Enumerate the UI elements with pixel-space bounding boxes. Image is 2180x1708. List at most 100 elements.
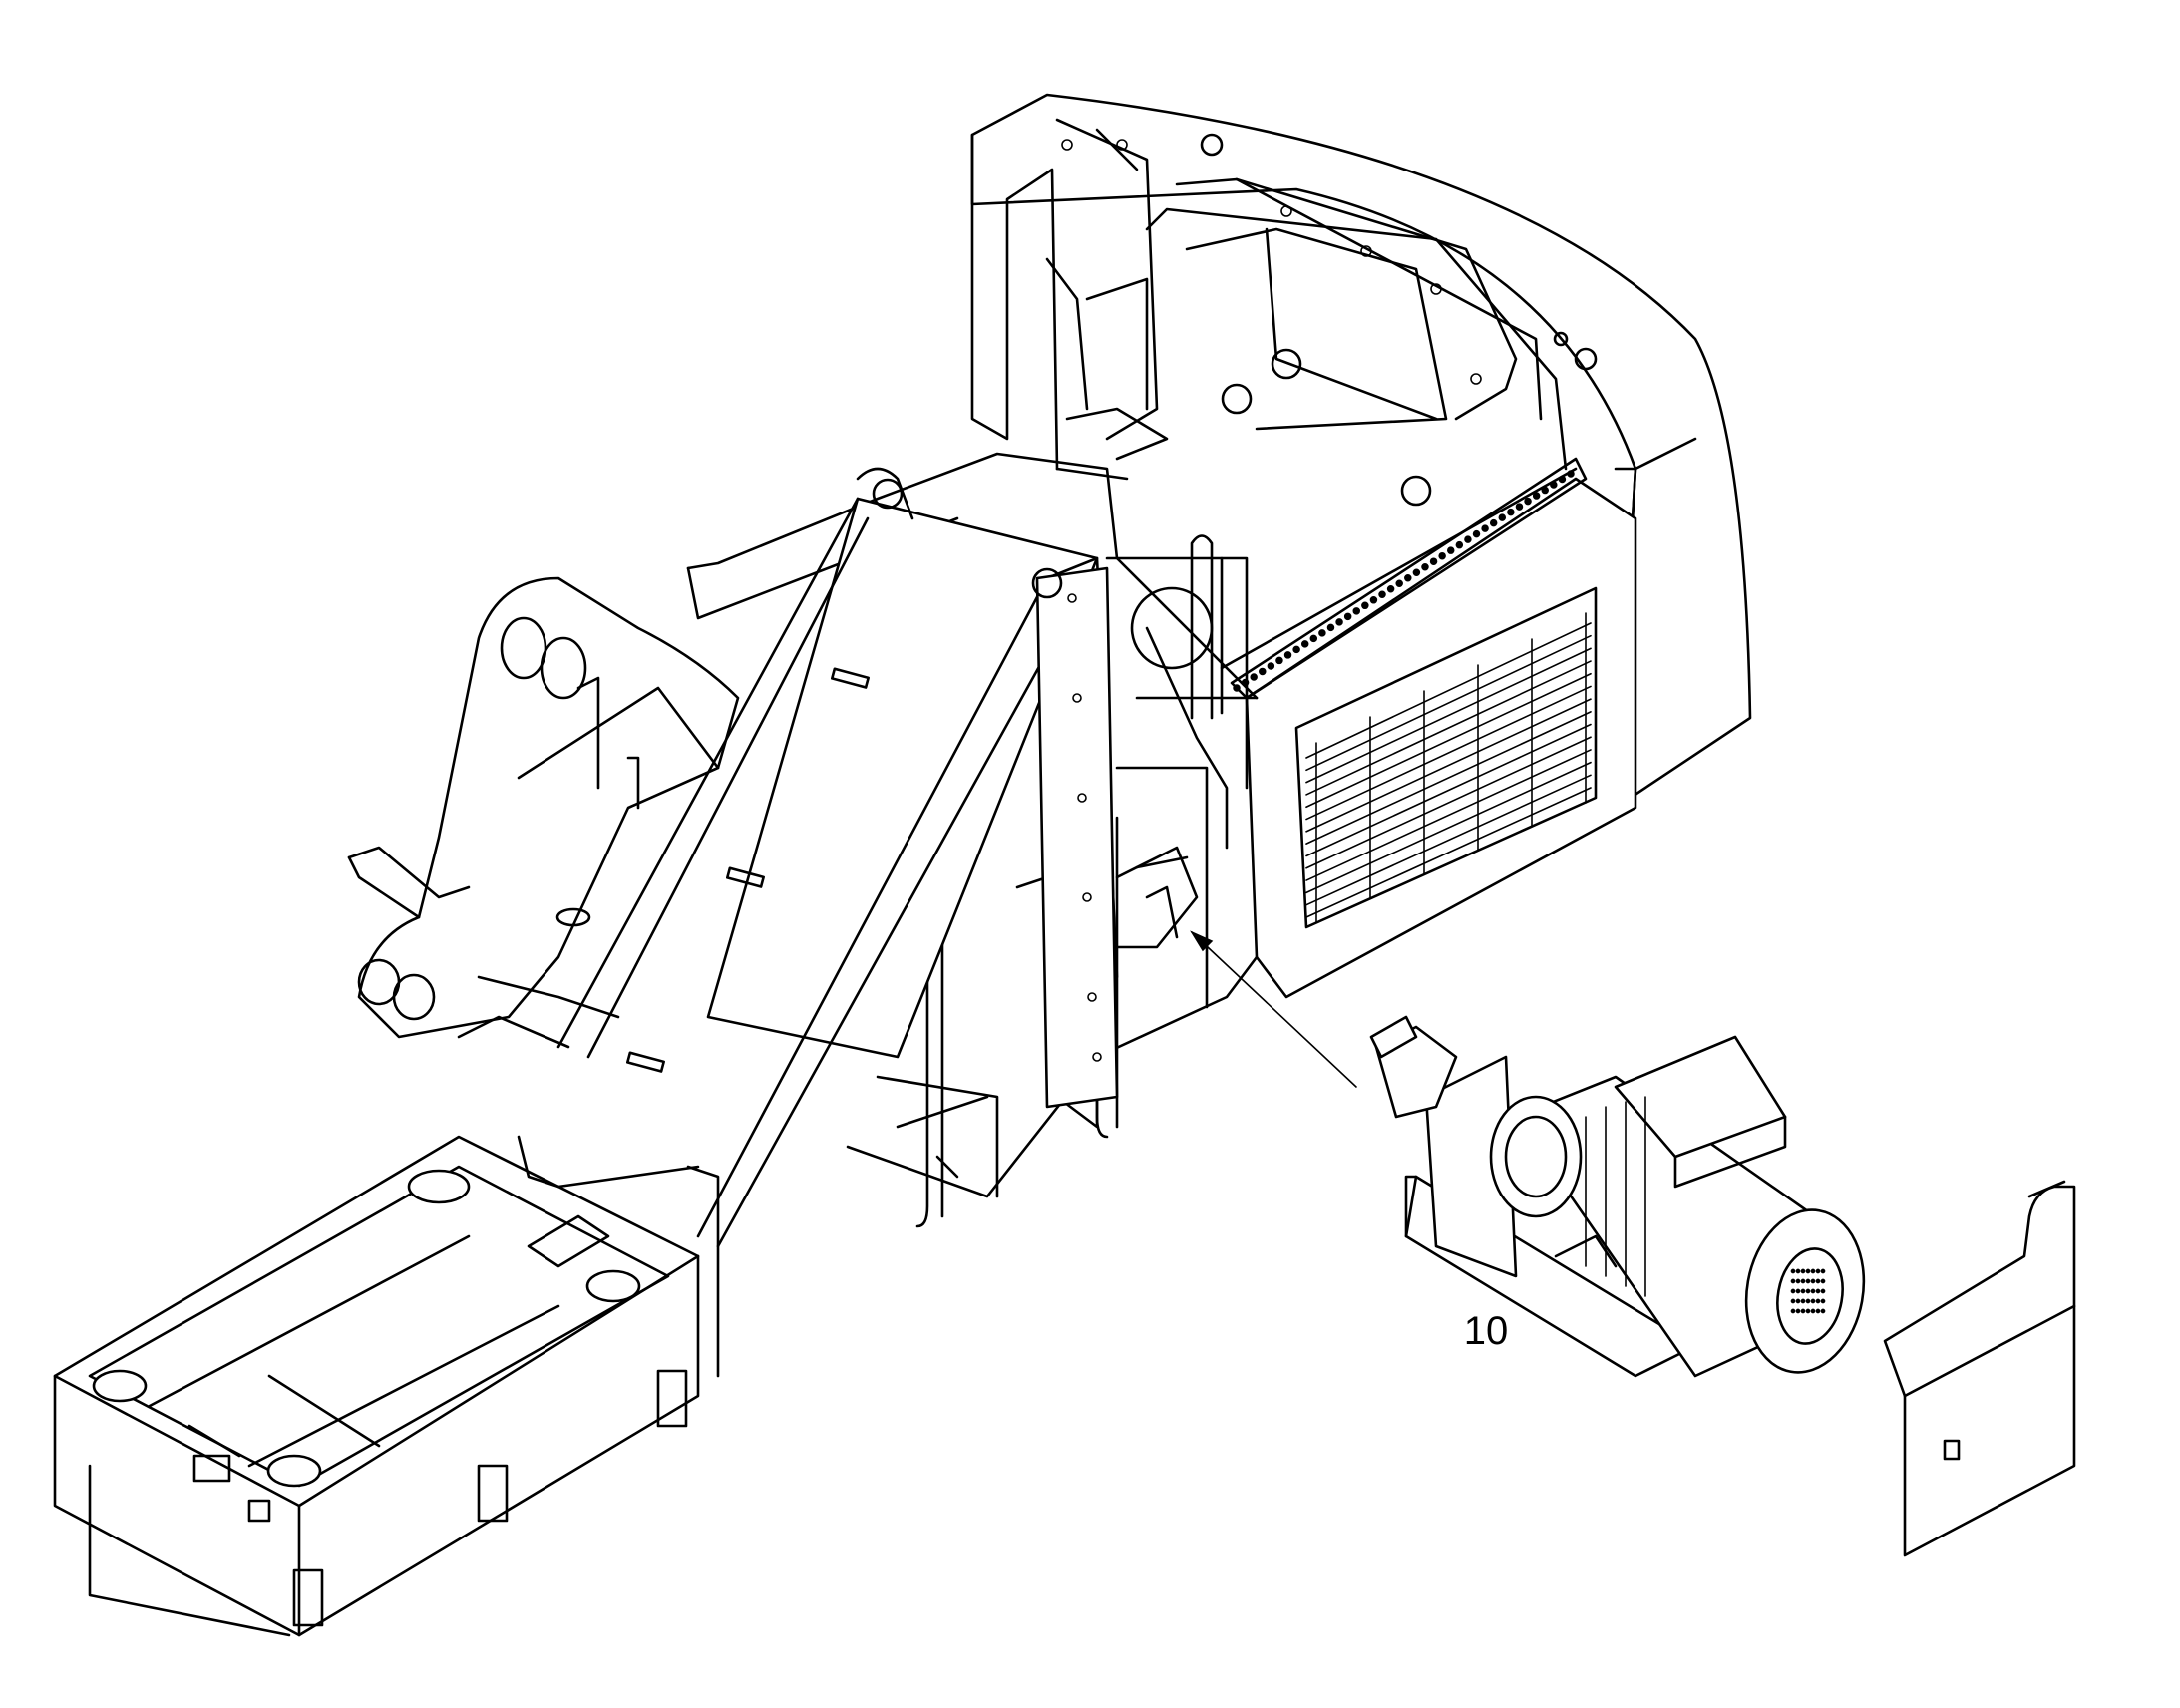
- vent-hole: [1481, 524, 1489, 532]
- grille-mesh: [1233, 470, 1592, 923]
- vent-hole: [1378, 590, 1386, 599]
- fan-cover-hole: [1790, 1298, 1796, 1304]
- fan-cover-hole: [1815, 1268, 1821, 1274]
- vent-hole: [1267, 662, 1275, 670]
- fan-cover-hole: [1815, 1278, 1821, 1284]
- vent-hole: [1326, 623, 1335, 632]
- fan-cover-hole: [1805, 1298, 1811, 1304]
- grille-slat: [1305, 622, 1592, 759]
- fan-cover-hole: [1810, 1268, 1816, 1274]
- fan-cover-hole: [1810, 1298, 1816, 1304]
- grille-slat: [1305, 660, 1592, 796]
- vent-hole: [1250, 673, 1258, 681]
- vent-hole: [1498, 513, 1507, 521]
- vent-hole: [1292, 645, 1300, 654]
- fan-cover-hole: [1790, 1288, 1796, 1294]
- electric-motor-pump-unit: [1369, 1015, 1866, 1378]
- grille-slat: [1305, 774, 1592, 906]
- fan-cover-hole: [1810, 1288, 1816, 1294]
- vent-hole: [1275, 656, 1283, 665]
- fan-cover-hole: [1800, 1308, 1806, 1314]
- vent-hole: [1369, 596, 1378, 604]
- fan-cover-hole: [1800, 1298, 1806, 1304]
- grille-slat: [1305, 761, 1592, 894]
- fan-cover-hole: [1820, 1308, 1826, 1314]
- vent-hole: [1283, 651, 1292, 659]
- vent-hole: [1515, 503, 1524, 511]
- vent-hole: [1532, 492, 1541, 500]
- grille-slat: [1305, 749, 1592, 881]
- vent-hole: [1524, 497, 1532, 506]
- fan-cover-hole: [1790, 1278, 1796, 1284]
- vent-hole: [1558, 475, 1567, 484]
- fan-cover-hole: [1795, 1298, 1801, 1304]
- vent-hole: [1309, 634, 1318, 643]
- vent-hole: [1438, 551, 1446, 560]
- vent-hole: [1472, 529, 1481, 538]
- vent-hole: [1507, 508, 1515, 516]
- callout-label-10: 10: [1464, 1309, 1509, 1353]
- grille-slat: [1305, 787, 1592, 918]
- fan-cover-hole: [1820, 1278, 1826, 1284]
- fan-cover-hole: [1810, 1308, 1816, 1314]
- fan-cover-hole: [1815, 1288, 1821, 1294]
- fan-cover-hole: [1795, 1308, 1801, 1314]
- vent-hole: [1395, 579, 1403, 588]
- base-tray: [53, 1135, 720, 1637]
- vent-hole: [1541, 486, 1549, 495]
- grille-slat: [1305, 647, 1592, 784]
- grille-slat: [1305, 711, 1592, 845]
- fan-cover-hole: [1795, 1288, 1801, 1294]
- fan-cover-hole: [1790, 1308, 1796, 1314]
- vent-hole: [1259, 667, 1267, 676]
- fan-cover-hole: [1795, 1268, 1801, 1274]
- radiator-grille: [1220, 457, 1637, 999]
- vent-hole: [1550, 481, 1558, 489]
- grille-slat: [1305, 672, 1592, 809]
- fan-cover-hole: [1805, 1278, 1811, 1284]
- grille-slat: [1305, 723, 1592, 857]
- vent-hole: [1352, 607, 1361, 615]
- vent-hole: [1404, 573, 1412, 582]
- fan-cover-hole: [1815, 1298, 1821, 1304]
- vent-hole: [1233, 684, 1241, 692]
- vent-hole: [1386, 585, 1395, 593]
- fan-cover-hole: [1800, 1278, 1806, 1284]
- fan-cover-hole: [1800, 1268, 1806, 1274]
- grille-slat: [1305, 685, 1592, 821]
- vent-hole: [1446, 546, 1455, 554]
- fan-cover-hole: [1800, 1288, 1806, 1294]
- fan-cover-hole: [1805, 1288, 1811, 1294]
- leader-arrowhead: [1190, 930, 1214, 952]
- vent-hole: [1300, 640, 1309, 648]
- vent-hole: [1464, 535, 1472, 543]
- fan-cover-hole: [1820, 1288, 1826, 1294]
- vent-hole: [1429, 557, 1438, 565]
- callout-10: 10: [1190, 930, 1509, 1353]
- vent-hole: [1455, 540, 1464, 549]
- leader-line: [1191, 931, 1357, 1088]
- fan-cover-hole: [1805, 1268, 1811, 1274]
- fan-cover-hole: [1815, 1308, 1821, 1314]
- fan-cover-hole: [1795, 1278, 1801, 1284]
- boom-mount-bracket: [347, 576, 740, 1049]
- fan-cover-hole: [1810, 1278, 1816, 1284]
- vent-hole: [1567, 470, 1575, 478]
- fan-cover-hole: [1805, 1308, 1811, 1314]
- vent-hole: [1343, 612, 1352, 621]
- grille-slat: [1305, 698, 1592, 833]
- vent-hole: [1489, 518, 1498, 527]
- side-cover-panel: [1883, 1180, 2076, 1557]
- grille-slat: [1305, 736, 1592, 869]
- fan-cover-hole: [1820, 1298, 1826, 1304]
- hoist-frame: [556, 467, 1119, 1248]
- vent-hole: [1335, 618, 1343, 626]
- vent-hole: [1421, 562, 1429, 571]
- vent-hole: [1318, 629, 1326, 637]
- vent-hole: [1412, 568, 1421, 576]
- vent-hole: [1361, 601, 1369, 610]
- grille-slat: [1305, 634, 1592, 772]
- fan-cover-hole: [1790, 1268, 1796, 1274]
- fan-cover-hole: [1820, 1268, 1826, 1274]
